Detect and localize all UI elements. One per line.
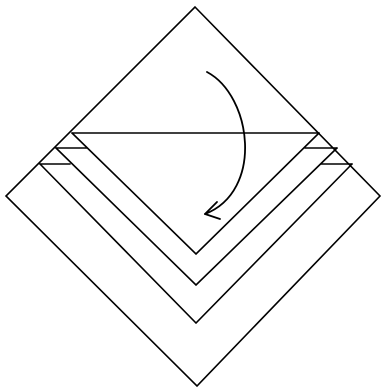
fold-layer-2 [56, 148, 337, 285]
outer-square [6, 7, 380, 386]
fold-layer-3 [40, 164, 352, 323]
curved-fold-arrow [205, 72, 245, 214]
